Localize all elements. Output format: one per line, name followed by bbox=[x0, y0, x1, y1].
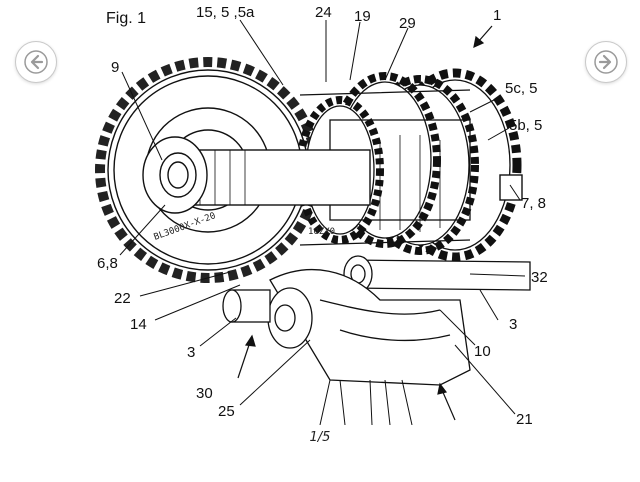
ref-label-5c: 5c, 5 bbox=[505, 80, 538, 97]
leader-lines bbox=[119, 19, 526, 425]
ref-label-3-left: 3 bbox=[187, 344, 195, 361]
ref-label-3-right: 3 bbox=[509, 316, 517, 333]
ref-label-25: 25 bbox=[218, 403, 235, 420]
ref-label-10: 10 bbox=[474, 343, 491, 360]
ref-label-6-8: 6,8 bbox=[97, 255, 118, 272]
ref-label-30: 30 bbox=[196, 385, 213, 402]
page-indicator: 1/5 bbox=[309, 430, 331, 445]
ref-label-7-8: 7, 8 bbox=[521, 195, 546, 212]
crankshaft bbox=[222, 255, 531, 386]
patent-figure: BL3000X-X-20 10ZX0 bbox=[95, 4, 548, 425]
arrow-left-circle-icon bbox=[24, 50, 48, 74]
svg-text:10ZX0: 10ZX0 bbox=[308, 227, 335, 237]
ref-label-21: 21 bbox=[516, 411, 533, 425]
previous-image-button[interactable] bbox=[15, 41, 57, 83]
ref-label-32: 32 bbox=[531, 269, 548, 286]
ref-label-1: 1 bbox=[493, 7, 501, 24]
arrows bbox=[237, 25, 493, 421]
ref-label-19: 19 bbox=[354, 8, 371, 25]
ref-label-15: 15, 5 ,5a bbox=[196, 4, 255, 21]
ref-label-14: 14 bbox=[130, 316, 147, 333]
ref-label-5b: 5b, 5 bbox=[509, 117, 542, 134]
arrow-right-circle-icon bbox=[594, 50, 618, 74]
main-shaft bbox=[142, 136, 523, 214]
next-image-button[interactable] bbox=[585, 41, 627, 83]
ref-label-29: 29 bbox=[399, 15, 416, 32]
figure-title: Fig. 1 bbox=[106, 10, 146, 27]
ref-label-22: 22 bbox=[114, 290, 131, 307]
ref-label-24: 24 bbox=[315, 4, 332, 21]
ref-label-9: 9 bbox=[111, 59, 119, 76]
